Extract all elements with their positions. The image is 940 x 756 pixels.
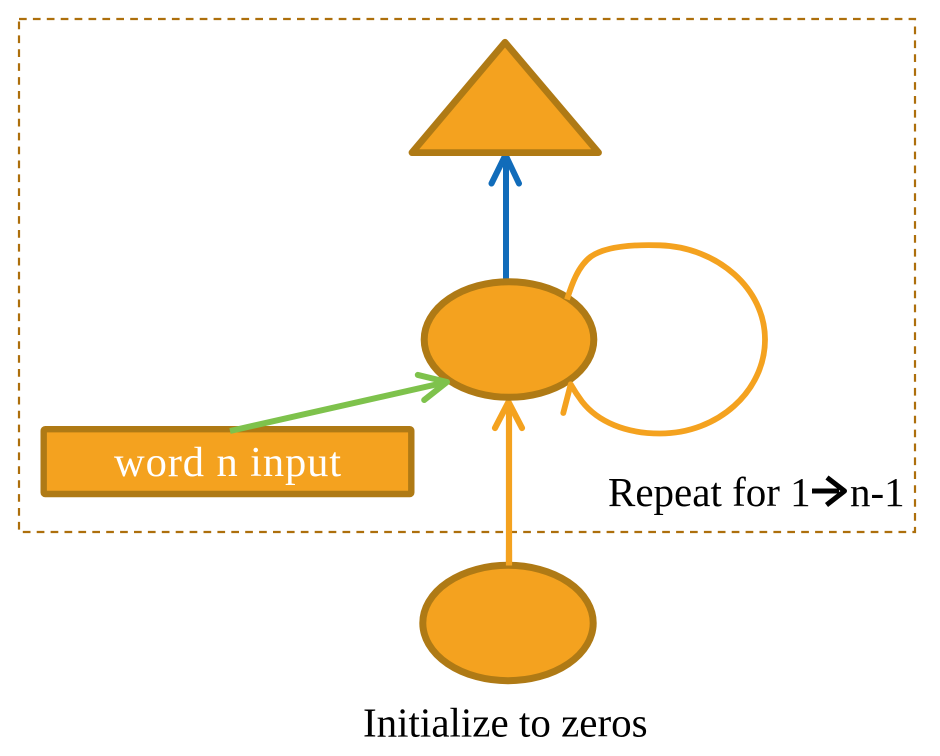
svg-text:Initialize to zeros: Initialize to zeros (363, 700, 648, 746)
svg-text:n-1: n-1 (850, 469, 905, 515)
svg-text:word n input: word n input (114, 439, 342, 486)
svg-text:Repeat for 1: Repeat for 1 (608, 469, 811, 515)
